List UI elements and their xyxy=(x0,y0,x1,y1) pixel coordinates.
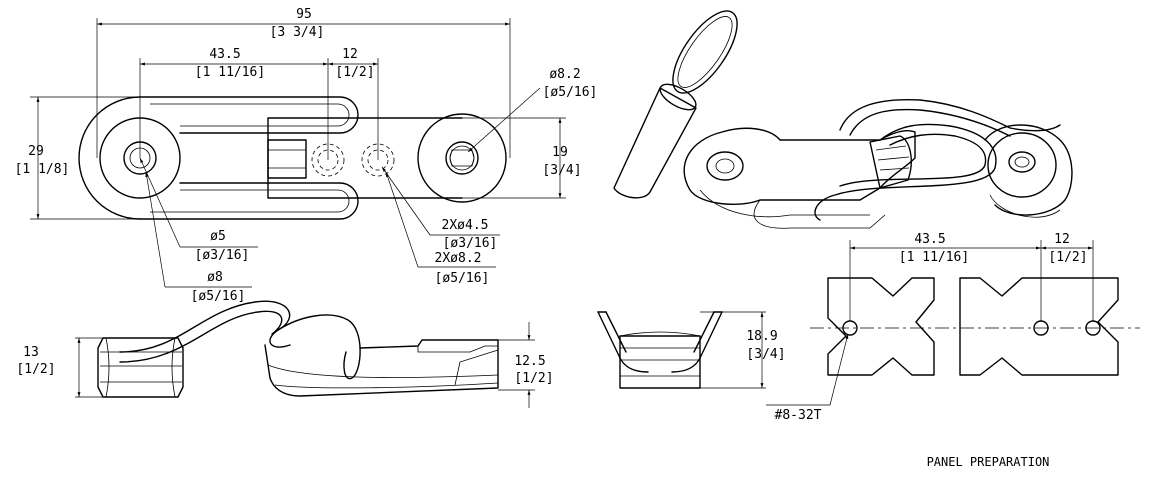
stud-boss xyxy=(417,113,507,203)
callout-pin-dia-mm: ø5 xyxy=(210,229,226,244)
strike-plate xyxy=(267,117,463,199)
callout-mount-hole-mm: 2Xø4.5 xyxy=(442,218,489,233)
side-pivot xyxy=(97,337,184,398)
mount-hole-1 xyxy=(311,143,345,177)
dim-12-5-inch: [1/2] xyxy=(514,371,553,386)
callout-stud-dia-inch: [ø5/16] xyxy=(543,85,598,100)
side-hook-wire xyxy=(119,300,361,380)
iso-hook-wire xyxy=(814,98,1061,221)
dim-12-inch: [1/2] xyxy=(335,65,374,80)
dim-12-mm: 12 xyxy=(342,47,358,62)
dim-12-5-mm: 12.5 xyxy=(514,354,545,369)
callout-mount-hole-inch: [ø3/16] xyxy=(443,236,498,251)
iso-stud xyxy=(984,124,1073,218)
prep-dim-12-mm: 12 xyxy=(1054,232,1070,247)
dim-19-inch: [3/4] xyxy=(542,163,581,178)
dim-43-5-inch: [1 11/16] xyxy=(195,65,265,80)
callout-mount-cbore-inch: [ø5/16] xyxy=(435,271,490,286)
mount-hole-2 xyxy=(361,143,395,177)
end-view: 18.9 [3/4] xyxy=(597,311,786,389)
prep-dim-43-5-inch: [1 11/16] xyxy=(899,250,969,265)
side-view: 13 [1/2] 12.5 [1/2] xyxy=(16,300,554,408)
dim-29-inch: [1 1/8] xyxy=(15,162,70,177)
callout-mount-cbore-mm: 2Xø8.2 xyxy=(435,251,482,266)
latch-arm-outline xyxy=(78,96,359,220)
panel-prep: 43.5 [1 11/16] 12 [1/2] #8-32T PANEL PRE… xyxy=(766,232,1140,469)
dim-29-mm: 29 xyxy=(28,144,44,159)
dim-19-mm: 19 xyxy=(552,145,568,160)
dim-18-9-mm: 18.9 xyxy=(746,329,777,344)
top-view: 95 [3 3/4] 43.5 [1 11/16] 12 [1/2] 29 [1… xyxy=(15,7,598,304)
side-strike xyxy=(264,339,499,397)
prep-dim-12-inch: [1/2] xyxy=(1048,250,1087,265)
dim-13-inch: [1/2] xyxy=(16,362,55,377)
dim-95-inch: [3 3/4] xyxy=(270,25,325,40)
dim-95-mm: 95 xyxy=(296,7,312,22)
stud xyxy=(445,141,479,175)
callout-stud-dia-mm: ø8.2 xyxy=(549,67,580,82)
isometric-view xyxy=(613,10,1073,229)
dim-18-9-inch: [3/4] xyxy=(746,347,785,362)
prep-thread-callout: #8-32T xyxy=(775,408,822,423)
prep-dim-43-5-mm: 43.5 xyxy=(914,232,945,247)
dim-43-5-mm: 43.5 xyxy=(209,47,240,62)
iso-latch-body xyxy=(683,127,916,229)
callout-pin-dia-inch: [ø3/16] xyxy=(195,248,250,263)
iso-key xyxy=(613,10,738,199)
panel-left xyxy=(827,277,935,376)
panel-right xyxy=(959,277,1119,376)
panel-prep-title: PANEL PREPARATION xyxy=(927,455,1050,469)
dim-13-mm: 13 xyxy=(23,345,39,360)
callout-hook-dia-inch: [ø5/16] xyxy=(191,289,246,304)
callout-hook-dia-mm: ø8 xyxy=(207,270,223,285)
